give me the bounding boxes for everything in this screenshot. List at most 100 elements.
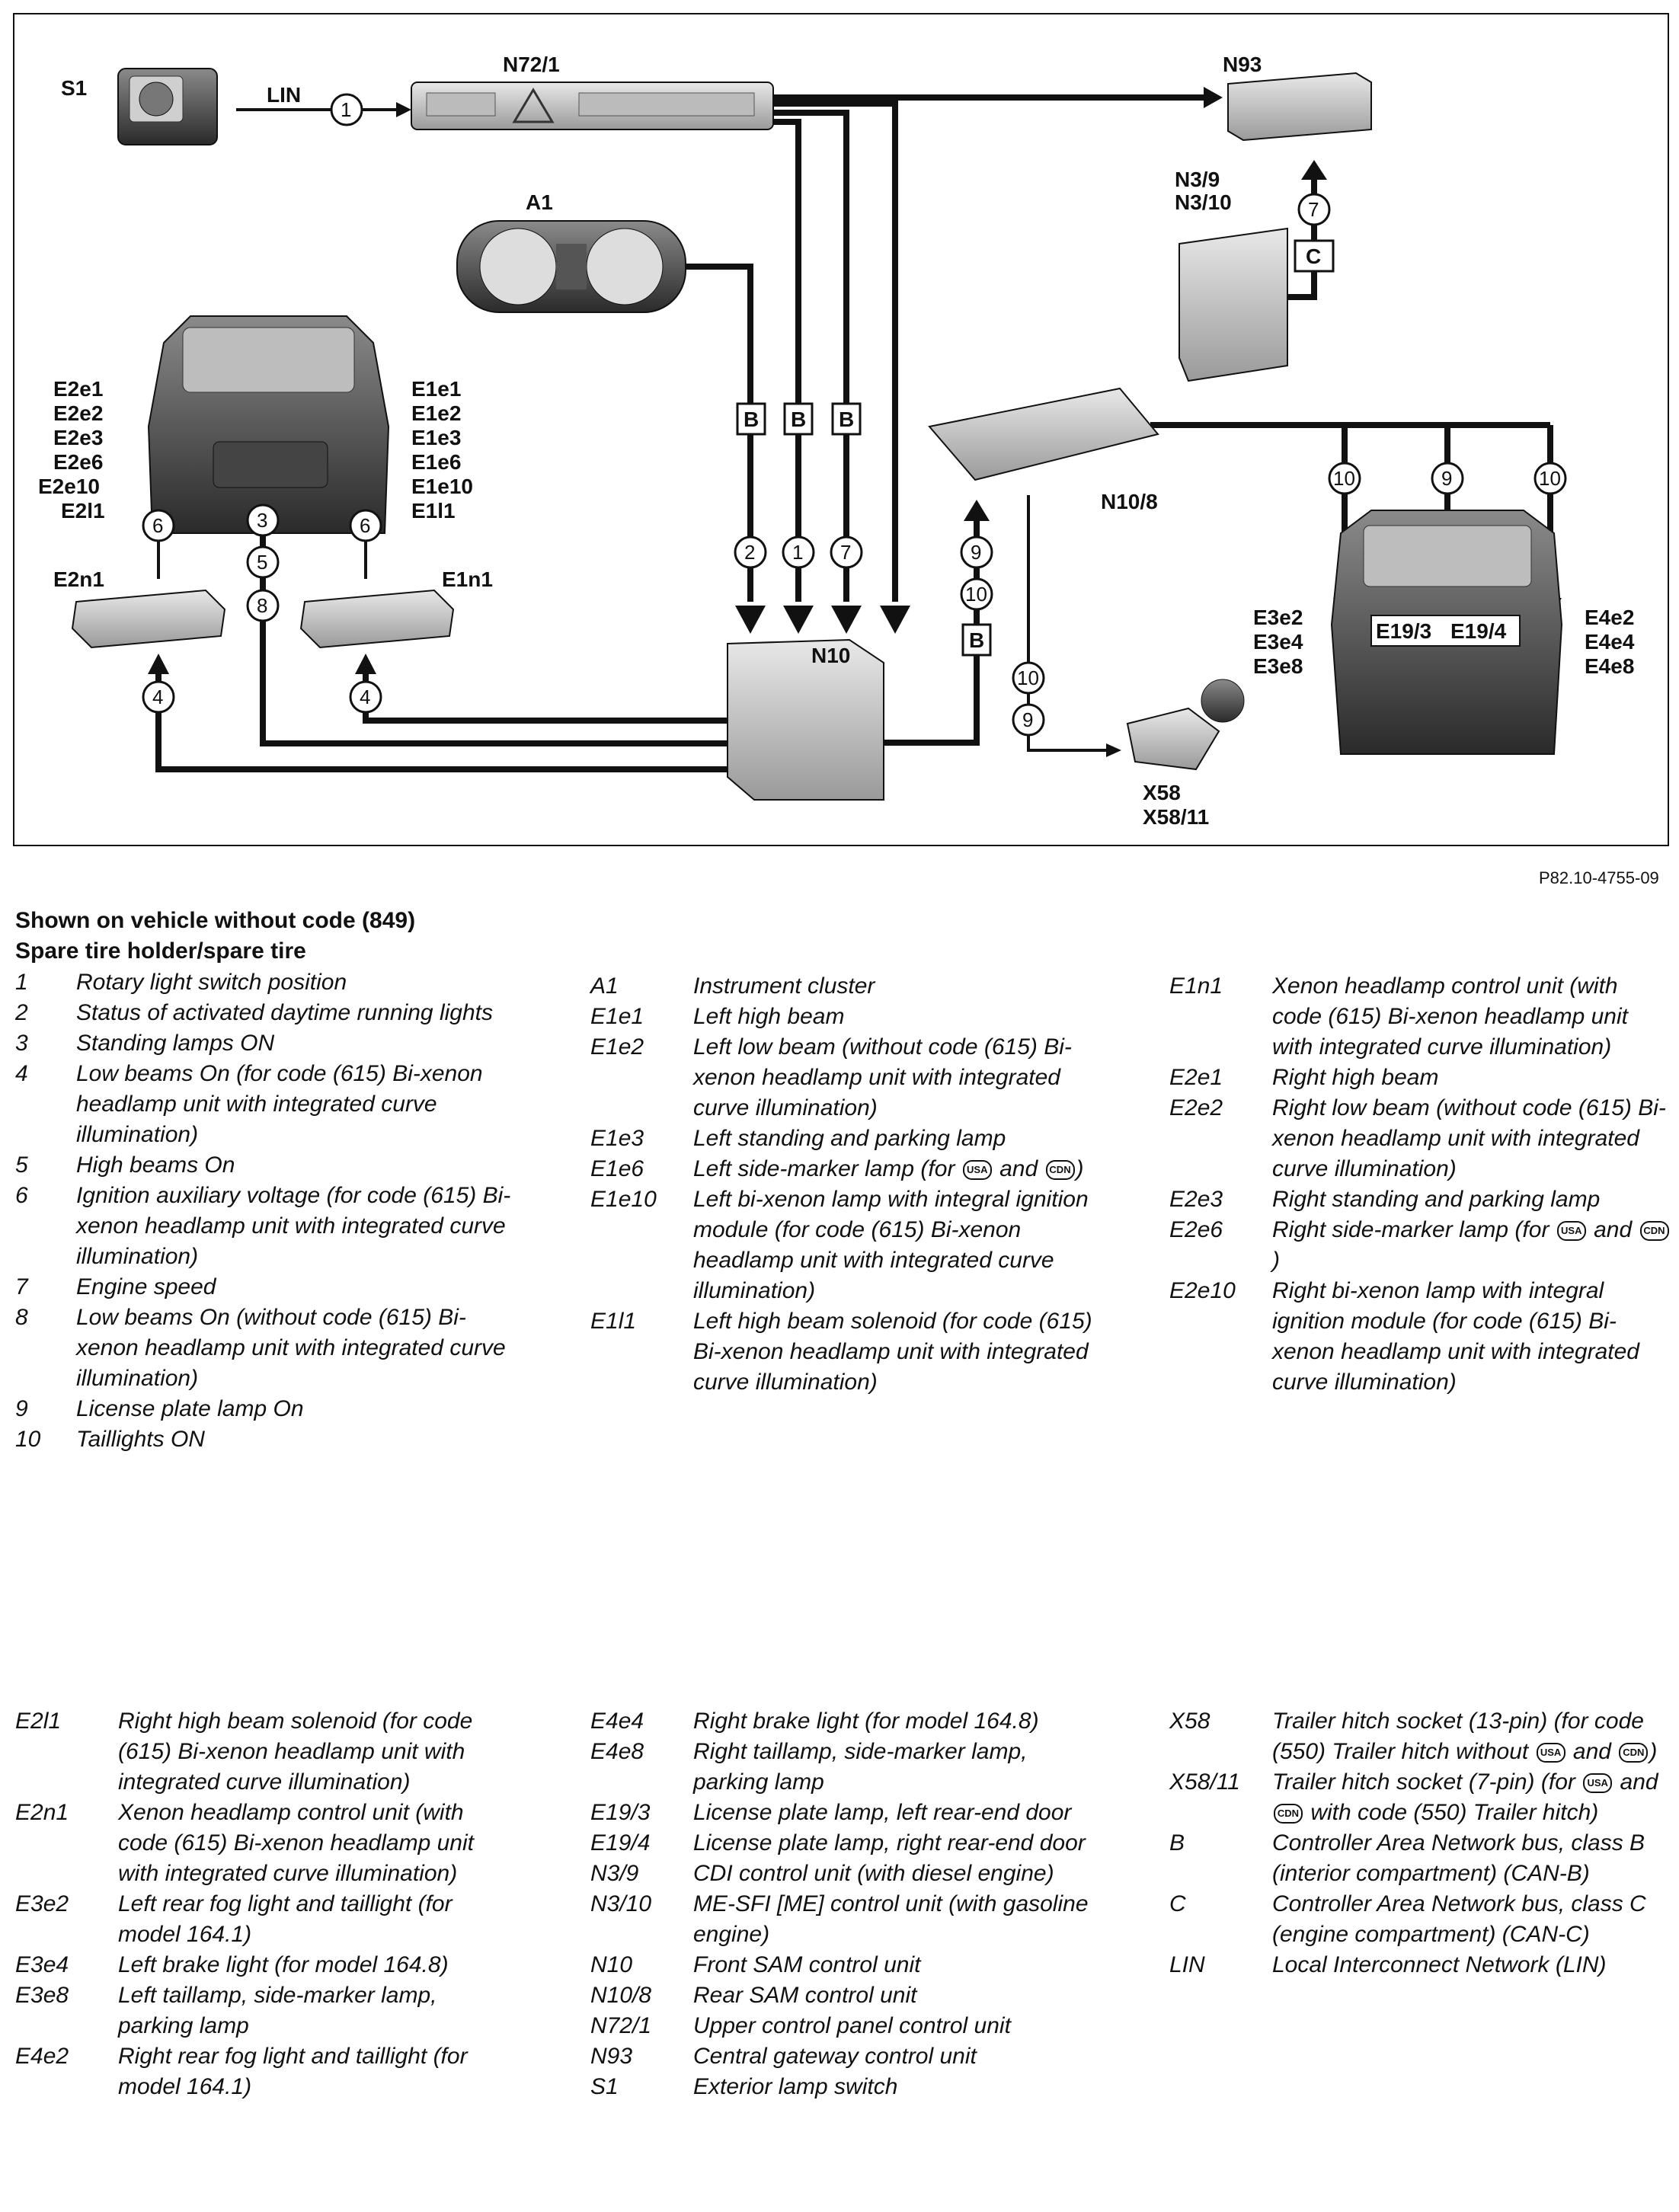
legend-description: Right high beam bbox=[1272, 1065, 1439, 1090]
legend-description: Trailer hitch socket (7-pin) (for USA an… bbox=[1272, 1769, 1658, 1825]
instrument-cluster-icon bbox=[456, 220, 686, 313]
legend-code: LIN bbox=[1169, 1952, 1205, 1977]
legend-description: Right bi-xenon lamp with integral igniti… bbox=[1272, 1278, 1639, 1395]
svg-text:7: 7 bbox=[1308, 198, 1319, 221]
signal-circle-10-rear-left: 10 bbox=[1328, 462, 1361, 495]
legend-description: Left bi-xenon lamp with integral ignitio… bbox=[693, 1187, 1089, 1303]
svg-text:10: 10 bbox=[1017, 666, 1039, 689]
legend-code: 10 bbox=[15, 1427, 41, 1452]
legend-code: E1e2 bbox=[590, 1034, 644, 1060]
label-e19-3: E19/3 bbox=[1376, 619, 1431, 643]
left-xenon-control-unit-icon bbox=[71, 589, 226, 649]
bus-c-box: C bbox=[1294, 239, 1335, 273]
legend-description: Controller Area Network bus, class C (en… bbox=[1272, 1891, 1646, 1947]
legend-description: Left high beam solenoid (for code (615) … bbox=[693, 1309, 1092, 1395]
legend-description: Ignition auxiliary voltage (for code (61… bbox=[76, 1183, 511, 1269]
arrow-to-n10-3 bbox=[831, 606, 862, 634]
legend-code: B bbox=[1169, 1830, 1185, 1856]
legend-description: Right standing and parking lamp bbox=[1272, 1187, 1601, 1212]
svg-text:2: 2 bbox=[744, 541, 755, 564]
legend-description: Standing lamps ON bbox=[76, 1031, 275, 1056]
legend-description: Left rear fog light and taillight (for m… bbox=[118, 1891, 453, 1947]
legend-code: E2l1 bbox=[15, 1709, 62, 1734]
svg-text:3: 3 bbox=[257, 509, 267, 532]
diagram-reference: P82.10-4755-09 bbox=[1539, 868, 1659, 887]
label-e3e4: E3e4 bbox=[1253, 630, 1303, 654]
wire-n72-b2 bbox=[773, 110, 849, 602]
cdn-icon: CDN bbox=[1619, 1743, 1649, 1763]
legend-code: X58/11 bbox=[1169, 1769, 1240, 1795]
legend-description: License plate lamp On bbox=[76, 1396, 304, 1421]
legend-description: Right low beam (without code (615) Bi-xe… bbox=[1272, 1095, 1666, 1181]
signal-circle-4-right: 4 bbox=[349, 680, 382, 714]
svg-text:4: 4 bbox=[360, 686, 370, 708]
arrow-to-n108 bbox=[964, 500, 990, 521]
label-x58-11: X58/11 bbox=[1143, 805, 1209, 829]
legend-description: Low beams On (without code (615) Bi-xeno… bbox=[76, 1305, 506, 1391]
label-n10: N10 bbox=[811, 644, 850, 667]
legend-code: E1e3 bbox=[590, 1126, 644, 1151]
arrow-to-n93 bbox=[1301, 160, 1327, 180]
legend-top-col2-entry: E1e3 Left standing and parking lamp bbox=[590, 1124, 1093, 1154]
legend-code: E4e4 bbox=[590, 1709, 644, 1734]
label-e1e1: E1e1 bbox=[411, 377, 461, 401]
legend-code: 6 bbox=[15, 1183, 28, 1208]
legend-description: Left low beam (without code (615) Bi-xen… bbox=[693, 1034, 1072, 1120]
label-e2e3: E2e3 bbox=[53, 426, 103, 449]
arrow-to-e2n1 bbox=[148, 654, 169, 674]
usa-icon: USA bbox=[1583, 1773, 1613, 1794]
arrow-to-n10-2 bbox=[783, 606, 814, 634]
svg-text:6: 6 bbox=[360, 514, 370, 537]
signal-circle-10-x58: 10 bbox=[1012, 661, 1045, 695]
svg-text:10: 10 bbox=[1539, 467, 1561, 490]
legend-description: Right taillamp, side-marker lamp, parkin… bbox=[693, 1739, 1028, 1795]
legend-code: 7 bbox=[15, 1274, 28, 1299]
legend-description: Rear SAM control unit bbox=[693, 1983, 917, 2008]
label-e1e2: E1e2 bbox=[411, 401, 461, 425]
label-s1: S1 bbox=[61, 76, 87, 100]
legend-description: Rotary light switch position bbox=[76, 970, 347, 995]
right-xenon-control-unit-icon bbox=[299, 589, 455, 649]
legend-description: Left standing and parking lamp bbox=[693, 1126, 1006, 1151]
bus-b-box-4: B bbox=[961, 623, 992, 657]
signal-circle-10-rear-right: 10 bbox=[1533, 462, 1567, 495]
lin-arrowhead bbox=[396, 102, 411, 117]
legend-description: Left taillamp, side-marker lamp, parking… bbox=[118, 1983, 437, 2038]
signal-circle-9-x58: 9 bbox=[1012, 703, 1045, 737]
svg-text:5: 5 bbox=[257, 551, 267, 574]
legend-description: Taillights ON bbox=[76, 1427, 205, 1452]
label-n72-1: N72/1 bbox=[503, 53, 560, 76]
label-e4e2: E4e2 bbox=[1585, 606, 1634, 629]
legend-code: E2e2 bbox=[1169, 1095, 1223, 1120]
legend-description: License plate lamp, left rear-end door bbox=[693, 1800, 1072, 1825]
legend-code: 1 bbox=[15, 970, 28, 995]
legend-code: N93 bbox=[590, 2044, 633, 2069]
legend-code: A1 bbox=[590, 973, 619, 999]
svg-text:10: 10 bbox=[1333, 467, 1355, 490]
n93-arrowhead bbox=[1204, 87, 1223, 108]
legend-description: Status of activated daytime running ligh… bbox=[76, 1000, 493, 1025]
legend-code: N10 bbox=[590, 1952, 633, 1977]
engine-control-unit-icon bbox=[1178, 227, 1288, 382]
signal-circle-9-rear: 9 bbox=[1431, 462, 1464, 495]
legend-code: E19/4 bbox=[590, 1830, 651, 1856]
label-e3e8: E3e8 bbox=[1253, 654, 1303, 678]
legend-description: Xenon headlamp control unit (with code (… bbox=[118, 1800, 474, 1886]
cdn-icon: CDN bbox=[1274, 1804, 1303, 1824]
svg-text:7: 7 bbox=[840, 541, 851, 564]
legend-description: Right side-marker lamp (for USA and CDN) bbox=[1272, 1215, 1672, 1276]
legend-description: Upper control panel control unit bbox=[693, 2013, 1011, 2038]
legend-description: Xenon headlamp control unit (with code (… bbox=[1272, 973, 1628, 1060]
